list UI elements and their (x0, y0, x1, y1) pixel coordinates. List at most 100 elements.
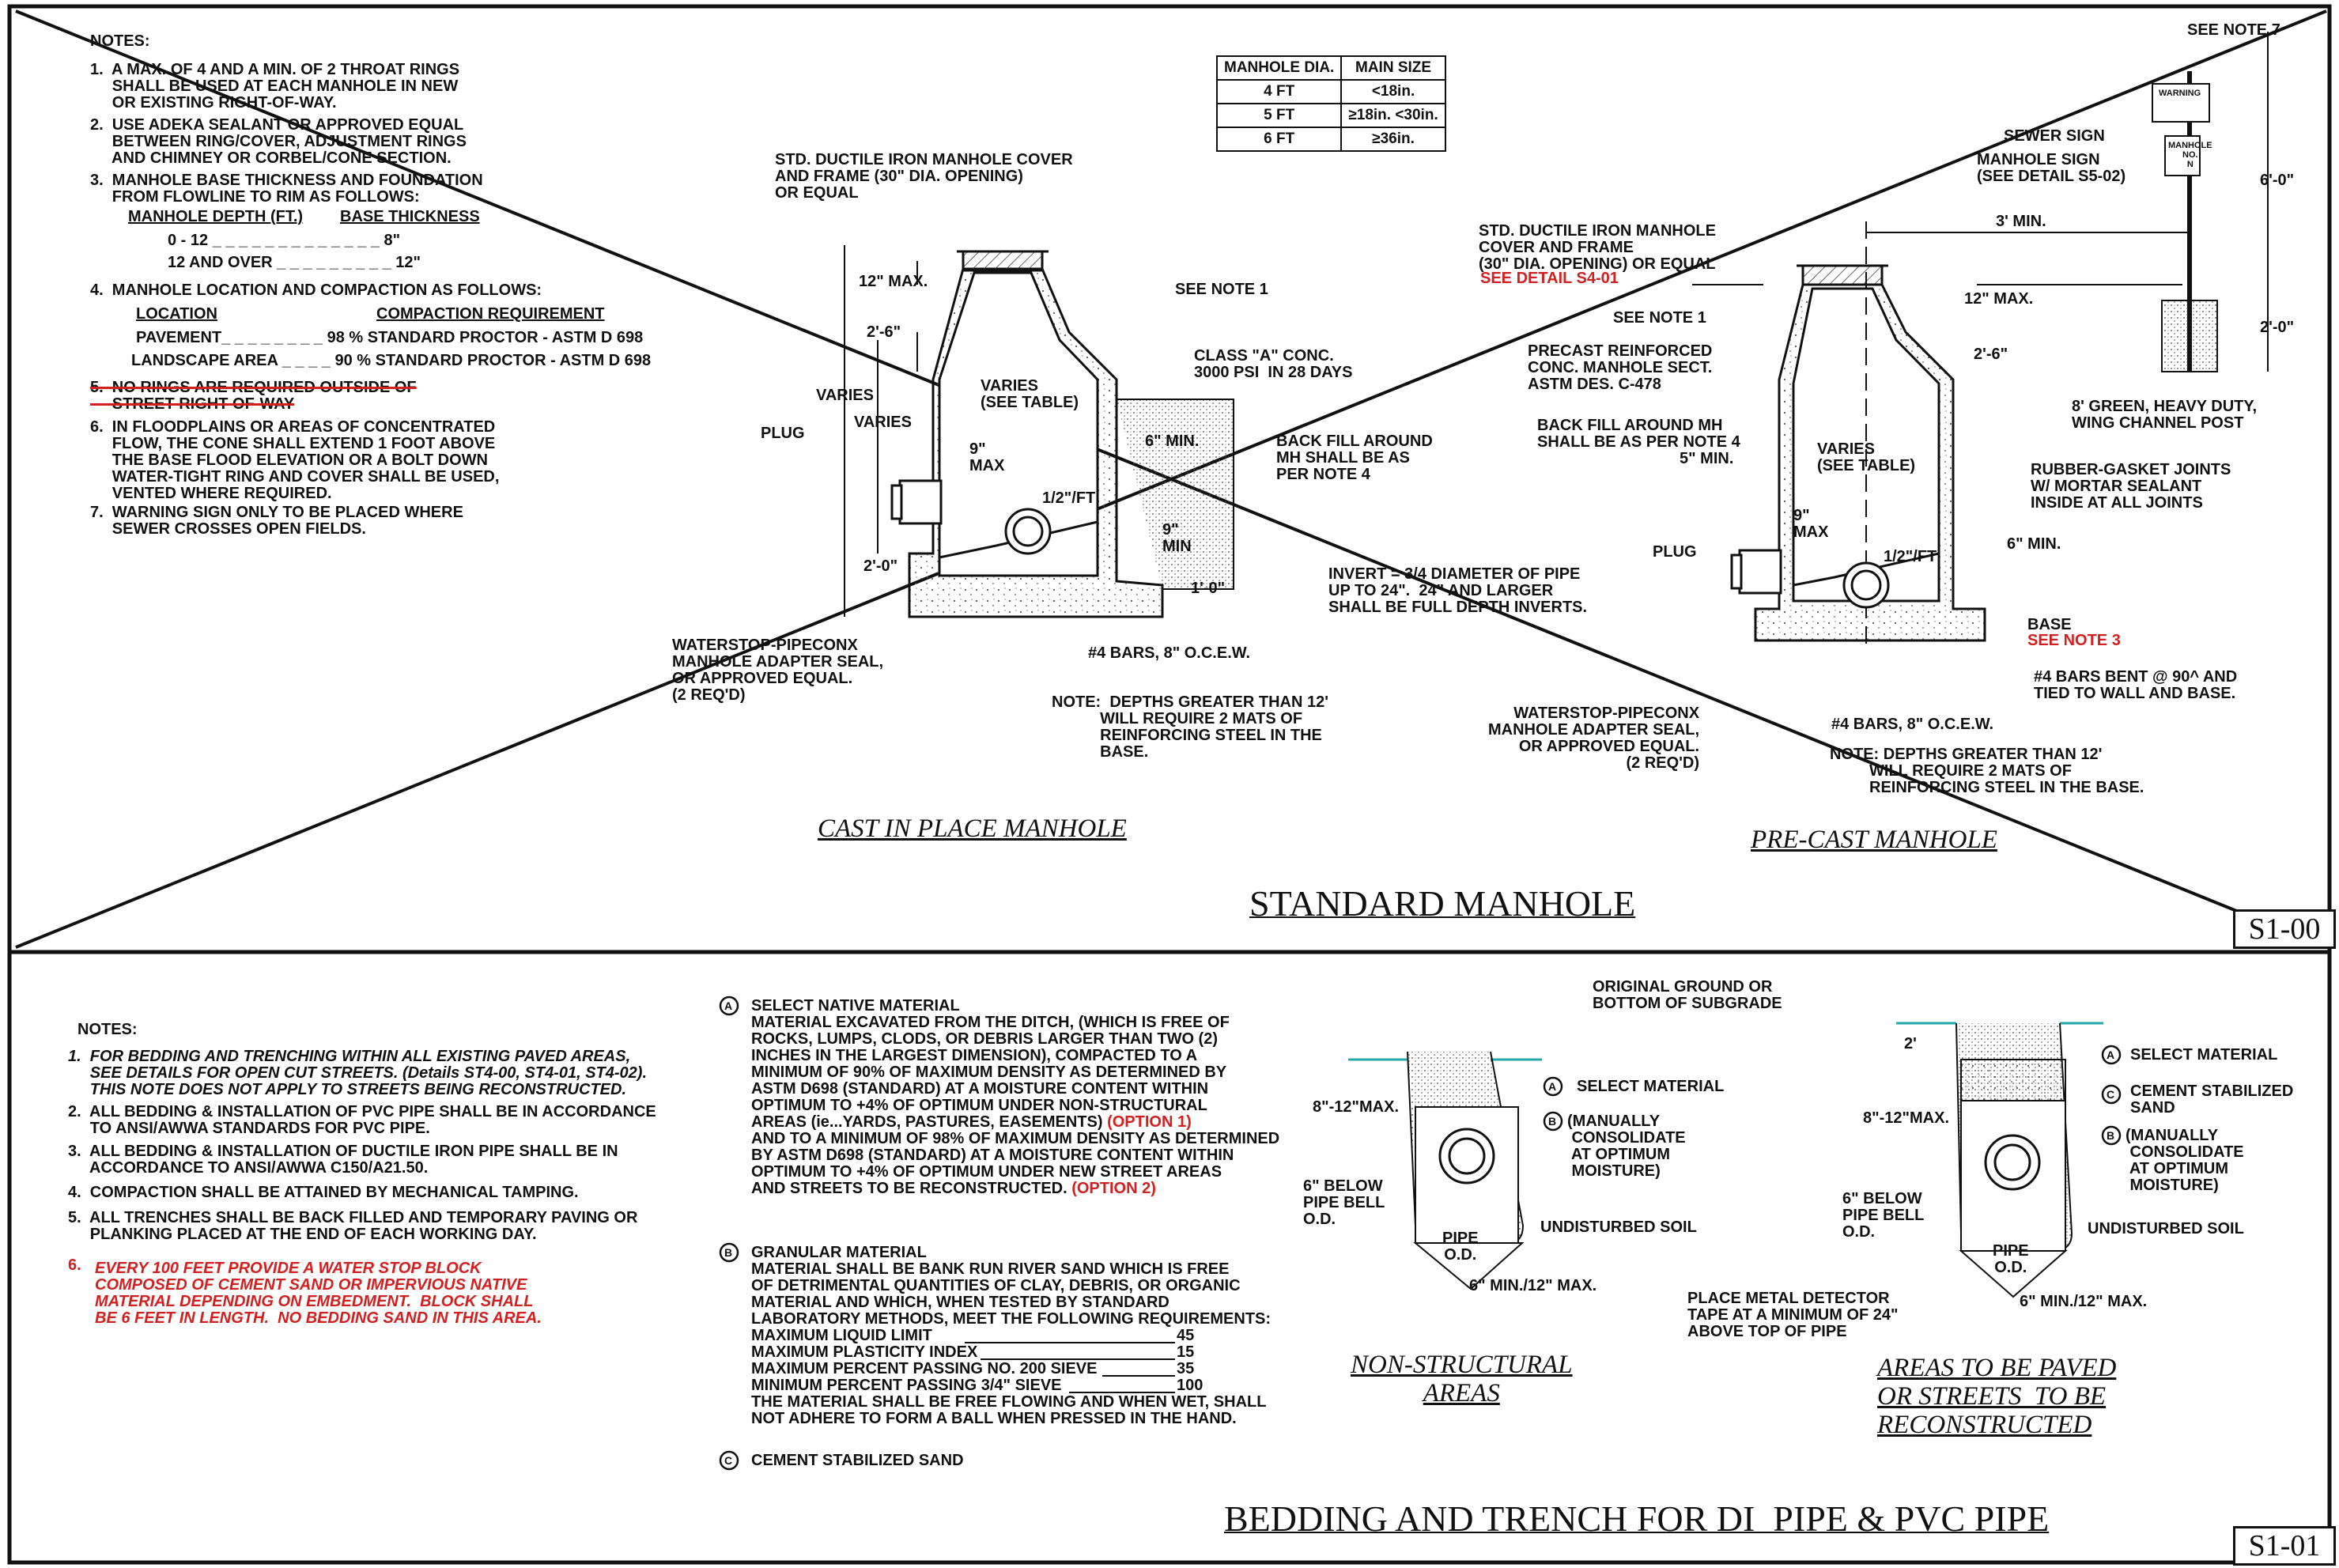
paved-select-material: SELECT MATERIAL (2130, 1046, 2278, 1064)
ns-select-material: SELECT MATERIAL (1577, 1078, 1725, 1095)
paved-subtitle: AREAS TO BE PAVED OR STREETS TO BE RECON… (1877, 1354, 2117, 1439)
bottom-note-3: 3. ALL BEDDING & INSTALLATION OF DUCTILE… (68, 1143, 618, 1177)
bottom-sheet-title: BEDDING AND TRENCH FOR DI PIPE & PVC PIP… (1224, 1498, 2050, 1539)
base-table-header-1: MANHOLE DEPTH (FT.) (128, 208, 304, 225)
ns-8-12-max: 8"-12"MAX. (1313, 1098, 1399, 1116)
bottom-note-6-number: 6. (68, 1256, 81, 1274)
requirement-4-label: MINIMUM PERCENT PASSING 3/4" SIEVE (751, 1377, 1062, 1394)
precast-base: BASE (2027, 616, 2072, 633)
table-cell: ≥18in. <30in. (1340, 103, 1446, 128)
paved-2ft: 2' (1904, 1035, 1917, 1052)
cast-2-6: 2'-6" (867, 323, 901, 341)
precast-3min: 3' MIN. (1996, 213, 2046, 230)
compaction-header-2: COMPACTION REQUIREMENT (376, 305, 605, 323)
top-note-4: 4. MANHOLE LOCATION AND COMPACTION AS FO… (90, 281, 542, 299)
cast-see-note-1: SEE NOTE 1 (1175, 281, 1268, 298)
paved-cement: CEMENT STABILIZED SAND (2130, 1082, 2294, 1116)
precast-see-note-1: SEE NOTE 1 (1613, 309, 1706, 327)
cast-waterstop: WATERSTOP-PIPECONX MANHOLE ADAPTER SEAL,… (672, 637, 884, 704)
precast-bars: #4 BARS, 8" O.C.E.W. (1831, 716, 1994, 733)
paved-6-below: 6" BELOW PIPE BELL O.D. (1842, 1190, 1925, 1241)
option-2: (OPTION 2) (1071, 1180, 1156, 1197)
top-note-6: 6. IN FLOODPLAINS OR AREAS OF CONCENTRAT… (90, 418, 500, 502)
circle-c-letter: C (724, 1454, 733, 1467)
ns-min6-max12: 6" MIN./12" MAX. (1469, 1277, 1597, 1294)
trench-paved (1896, 1022, 2103, 1298)
material-symbols (719, 996, 2122, 1471)
cast-1-0: 1'-0" (1191, 580, 1226, 597)
precast-waterstop: WATERSTOP-PIPECONX MANHOLE ADAPTER SEAL,… (1488, 705, 1700, 772)
precast-depth-note: NOTE: DEPTHS GREATER THAN 12' WILL REQUI… (1830, 746, 2144, 796)
requirement-3-label: MAXIMUM PERCENT PASSING NO. 200 SIEVE (751, 1360, 1098, 1377)
material-b-body: MATERIAL SHALL BE BANK RUN RIVER SAND WH… (751, 1260, 1272, 1328)
paved-undisturbed: UNDISTURBED SOIL (2088, 1220, 2244, 1237)
ns-6-below: 6" BELOW PIPE BELL O.D. (1303, 1177, 1385, 1228)
precast-plug: PLUG (1653, 543, 1697, 561)
precast-slope: 1/2"/FT (1884, 548, 1937, 565)
precast-see-note-7: SEE NOTE 7 (2187, 21, 2280, 39)
material-c-title: CEMENT STABILIZED SAND (751, 1452, 964, 1469)
precast-6min: 6" MIN. (2007, 535, 2061, 553)
trench-non-structural (1348, 1051, 1542, 1290)
bottom-note-2: 2. ALL BEDDING & INSTALLATION OF PVC PIP… (68, 1103, 656, 1137)
cast-9max: 9" MAX (969, 440, 1005, 474)
compaction-row-2: LANDSCAPE AREA _ _ _ _ 90 % STANDARD PRO… (131, 352, 652, 369)
requirement-2-value: 15 (1177, 1343, 1195, 1361)
paved-circle-b: B (2107, 1129, 2115, 1142)
ns-subtitle: NON-STRUCTURAL AREAS (1351, 1351, 1573, 1407)
bottom-notes-heading: NOTES: (77, 1021, 138, 1038)
top-notes-heading: NOTES: (90, 32, 150, 50)
table-cell: 6 FT (1215, 127, 1343, 152)
precast-cover: STD. DUCTILE IRON MANHOLE COVER AND FRAM… (1479, 222, 1716, 273)
cast-plug: PLUG (761, 425, 805, 442)
precast-5min: 5" MIN. (1680, 450, 1734, 467)
compaction-header-1: LOCATION (136, 305, 217, 323)
cast-slope: 1/2"/FT (1042, 489, 1096, 507)
precast-2-0-post: 2'-0" (2260, 319, 2295, 336)
paved-circle-a: A (2107, 1048, 2115, 1061)
paved-manual: (MANUALLY CONSOLIDATE AT OPTIMUM MOISTUR… (2126, 1127, 2244, 1194)
ns-undisturbed: UNDISTURBED SOIL (1540, 1219, 1697, 1236)
top-note-1: 1. A MAX. OF 4 AND A MIN. OF 2 THROAT RI… (90, 61, 460, 111)
bottom-note-5: 5. ALL TRENCHES SHALL BE BACK FILLED AND… (68, 1209, 638, 1243)
cast-subtitle: CAST IN PLACE MANHOLE (818, 814, 1127, 843)
bottom-note-1: 1. FOR BEDDING AND TRENCHING WITHIN ALL … (68, 1048, 648, 1098)
material-b-tail: THE MATERIAL SHALL BE FREE FLOWING AND W… (751, 1393, 1267, 1427)
bottom-sheet-number: S1-01 (2233, 1526, 2336, 1566)
precast-9max: 9" MAX (1793, 507, 1829, 541)
cast-varies-b: VARIES (854, 414, 912, 431)
cast-cover-label: STD. DUCTILE IRON MANHOLE COVER AND FRAM… (775, 151, 1073, 202)
precast-subtitle: PRE-CAST MANHOLE (1751, 826, 1997, 854)
requirement-1-label: MAXIMUM LIQUID LIMIT (751, 1327, 932, 1344)
precast-sewer-sign: SEWER SIGN (2004, 127, 2105, 145)
ns-circle-b: B (1548, 1115, 1557, 1128)
top-note-5: 5. NO RINGS ARE REQUIRED OUTSIDE OF STRE… (90, 379, 417, 413)
cast-6min: 6" MIN. (1145, 433, 1200, 450)
table-cell: 4 FT (1215, 79, 1343, 104)
cast-2-0: 2'-0" (863, 557, 898, 575)
original-ground-label: ORIGINAL GROUND OR BOTTOM OF SUBGRADE (1593, 978, 1782, 1012)
cast-in-place-manhole (844, 245, 1234, 618)
circle-a-letter: A (724, 999, 733, 1012)
requirement-1-value: 45 (1177, 1327, 1195, 1344)
base-table-row-2: 12 AND OVER _ _ _ _ _ _ _ _ _ 12" (168, 254, 421, 271)
material-a-line-7-text: AREAS (ie...YARDS, PASTURES, EASEMENTS) (751, 1113, 1108, 1131)
top-note-3: 3. MANHOLE BASE THICKNESS AND FOUNDATION… (90, 172, 483, 206)
requirement-4-value: 100 (1177, 1377, 1204, 1394)
table-cell: <18in. (1340, 79, 1446, 104)
ns-circle-a: A (1548, 1080, 1557, 1093)
top-note-2: 2. USE ADEKA SEALANT OR APPROVED EQUAL B… (90, 116, 467, 167)
bottom-note-6: EVERY 100 FEET PROVIDE A WATER STOP BLOC… (95, 1260, 542, 1327)
material-a-line-7: AREAS (ie...YARDS, PASTURES, EASEMENTS) … (751, 1114, 1192, 1131)
table-cell: 5 FT (1215, 103, 1343, 128)
pre-cast-manhole (1692, 32, 2269, 648)
precast-post: 8' GREEN, HEAVY DUTY, WING CHANNEL POST (2072, 398, 2258, 432)
precast-see-detail: SEE DETAIL S4-01 (1480, 270, 1619, 287)
ns-manual: (MANUALLY CONSOLIDATE AT OPTIMUM MOISTUR… (1567, 1113, 1686, 1180)
material-b-title: GRANULAR MATERIAL (751, 1244, 927, 1261)
paved-circle-c: C (2107, 1088, 2115, 1101)
cast-invert-note: INVERT = 3/4 DIAMETER OF PIPE UP TO 24".… (1328, 565, 1588, 616)
manhole-size-table: MANHOLE DIA.MAIN SIZE 4 FT<18in. 5 FT≥18… (1215, 55, 1446, 152)
requirement-2-label: MAXIMUM PLASTICITY INDEX (751, 1343, 978, 1361)
